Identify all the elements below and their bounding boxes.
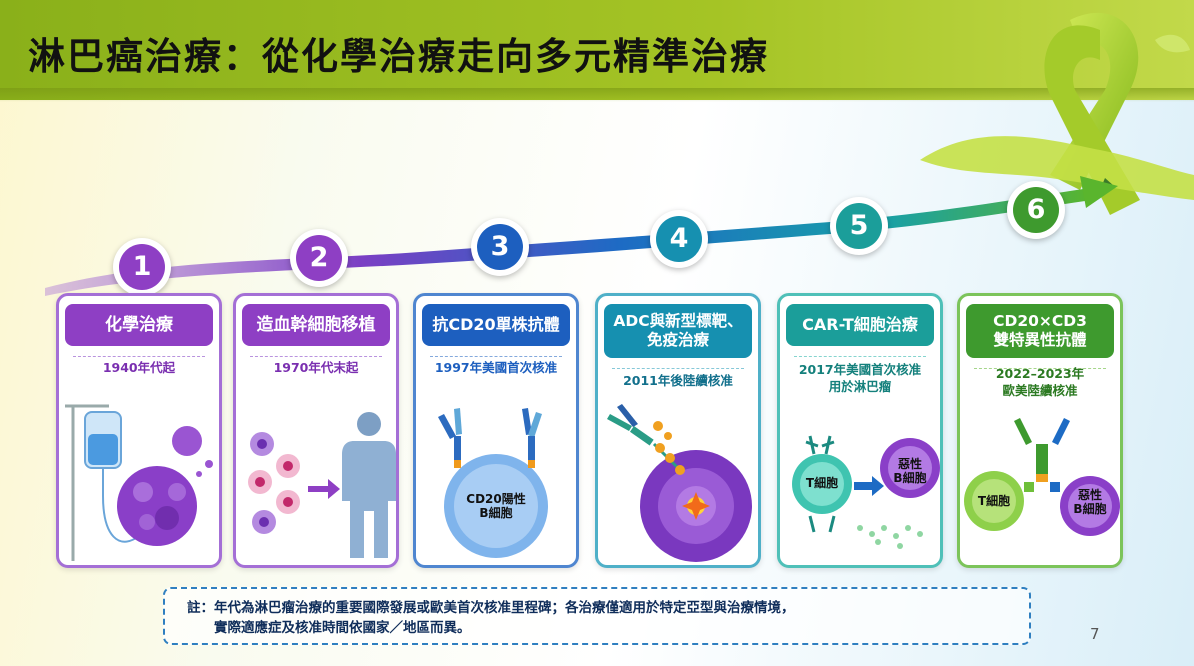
step-6-b-cell-label: 惡性 B細胞 <box>1073 488 1107 517</box>
step-5-card: CAR-T細胞治療 2017年美國首次核准 用於淋巴瘤 T細胞 惡性 B細胞 <box>777 293 943 568</box>
step-2-card: 造血幹細胞移植 1970年代末起 <box>233 293 399 568</box>
step-6-date: 2022–2023年 歐美陸續核准 <box>995 366 1085 398</box>
awareness-ribbon-icon <box>920 12 1194 216</box>
page-title: 淋巴癌治療：從化學治療走向多元精準治療 <box>28 35 769 78</box>
iv-bag-cancer-cell-icon <box>65 404 213 561</box>
adc-drug-conjugate-icon <box>607 404 752 562</box>
stem-cell-transplant-icon <box>248 412 396 558</box>
step-2-title: 造血幹細胞移植 <box>242 304 390 346</box>
footnote-line-1: 註：年代為淋巴瘤治療的重要國際發展或歐美首次核准里程碑；各治療僅適用於特定亞型與… <box>187 600 795 616</box>
step-3-title: 抗CD20單株抗體 <box>422 304 570 346</box>
step-4-date: 2011年後陸續核准 <box>623 373 733 388</box>
step-1-card: 化學治療 1940年代起 <box>56 293 222 568</box>
step-1-number-circle: 1 <box>113 238 171 296</box>
step-6-t-cell-label: T細胞 <box>977 494 1011 508</box>
step-4-card: ADC與新型標靶、 免疫治療 2011年後陸續核准 <box>595 293 761 568</box>
step-3-number-circle: 3 <box>471 218 529 276</box>
step-5-title: CAR-T細胞治療 <box>786 304 934 346</box>
step-5-number-circle: 5 <box>830 197 888 255</box>
header-shadow <box>0 88 1194 102</box>
footnote-text: 註：年代為淋巴瘤治療的重要國際發展或歐美首次核准里程碑；各治療僅適用於特定亞型與… <box>187 598 1017 639</box>
step-5-date: 2017年美國首次核准 用於淋巴瘤 <box>798 362 922 394</box>
step-3-date: 1997年美國首次核准 <box>434 360 558 375</box>
step-6-card: CD20×CD3 雙特異性抗體 2022–2023年 歐美陸續核准 T細胞 惡性… <box>957 293 1123 568</box>
page-number: 7 <box>1090 625 1100 643</box>
step-5-b-cell-label: 惡性 B細胞 <box>893 457 927 486</box>
step-2-date: 1970年代末起 <box>273 360 359 375</box>
step-1-title: 化學治療 <box>65 304 213 346</box>
cd20-antibody-bcell-icon <box>438 408 548 558</box>
header-banner <box>0 0 1194 100</box>
footnote-box: 註：年代為淋巴瘤治療的重要國際發展或歐美首次核准里程碑；各治療僅適用於特定亞型與… <box>163 587 1031 645</box>
step-3-card: 抗CD20單株抗體 1997年美國首次核准 CD20陽性 B細胞 <box>413 293 579 568</box>
car-t-cell-icon <box>792 435 940 549</box>
step-1-date: 1940年代起 <box>102 360 176 375</box>
step-3-cell-label: CD20陽性 B細胞 <box>466 492 526 521</box>
step-6-title: CD20×CD3 雙特異性抗體 <box>966 304 1114 358</box>
footnote-line-2: 實際適應症及核准時間依國家／地區而異。 <box>187 620 471 637</box>
step-5-t-cell-label: T細胞 <box>805 476 839 490</box>
step-4-number-circle: 4 <box>650 210 708 268</box>
step-2-number-circle: 2 <box>290 229 348 287</box>
bispecific-antibody-icon <box>964 418 1120 536</box>
step-6-number-circle: 6 <box>1007 181 1065 239</box>
step-4-title: ADC與新型標靶、 免疫治療 <box>604 304 752 358</box>
